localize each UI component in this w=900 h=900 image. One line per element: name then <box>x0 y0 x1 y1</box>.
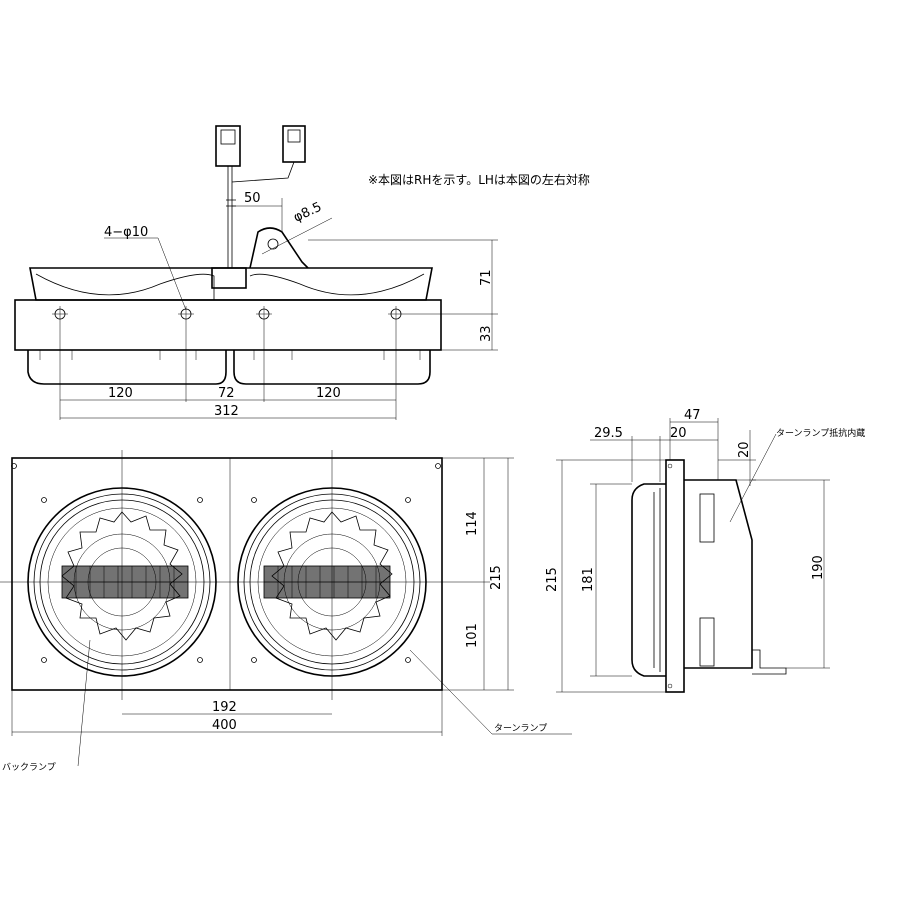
dim-400: 400 <box>212 718 237 733</box>
dim-72: 72 <box>218 386 235 401</box>
front-plate <box>11 457 443 691</box>
side-view: 47 29.5 20 20 215 181 190 ターンランプ抵抗内蔵 <box>545 408 865 693</box>
hole-callout: 4−φ10 <box>104 225 148 240</box>
dim-101: 101 <box>465 623 480 648</box>
dim-120-right: 120 <box>316 386 341 401</box>
dim-29-5: 29.5 <box>594 426 623 441</box>
lens-right <box>233 350 431 385</box>
dim-215-front: 215 <box>489 565 504 590</box>
dim-120-left: 120 <box>108 386 133 401</box>
mounting-flange <box>14 299 442 351</box>
lens-left <box>27 350 227 385</box>
label-turn-lamp: ターンランプ <box>494 723 547 734</box>
dim-20-right: 20 <box>737 441 752 458</box>
dim-312: 312 <box>214 404 239 419</box>
drawing-note: ※本図はRHを示す。LHは本図の左右対称 <box>368 172 590 187</box>
connector-right <box>282 125 306 163</box>
dim-47: 47 <box>684 408 701 423</box>
dim-190: 190 <box>811 555 826 580</box>
side-housing <box>684 479 753 669</box>
label-back-lamp: バックランプ <box>2 762 56 773</box>
dim-215-side: 215 <box>545 567 560 592</box>
connector-left <box>215 125 241 167</box>
front-view: 114 101 215 192 400 バックランプ ターンランプ <box>0 450 572 773</box>
side-lens <box>631 483 666 677</box>
mounting-bracket <box>249 227 309 269</box>
dim-192: 192 <box>212 700 237 715</box>
dim-50: 50 <box>244 191 261 206</box>
wire-harness <box>226 161 295 268</box>
dim-181: 181 <box>581 567 596 592</box>
back-lamp <box>27 487 217 677</box>
dim-114: 114 <box>465 511 480 536</box>
turn-lamp <box>237 487 427 677</box>
label-resistor: ターンランプ抵抗内蔵 <box>776 427 865 439</box>
top-view: 4−φ10 50 φ8.5 71 33 120 72 120 312 <box>14 125 498 420</box>
lamp-housing-top <box>29 267 433 301</box>
dim-20-top: 20 <box>670 426 687 441</box>
dim-phi-8-5: φ8.5 <box>291 200 324 226</box>
dim-33: 33 <box>479 325 494 342</box>
dim-71: 71 <box>479 269 494 286</box>
side-mounting-plate <box>665 459 685 693</box>
